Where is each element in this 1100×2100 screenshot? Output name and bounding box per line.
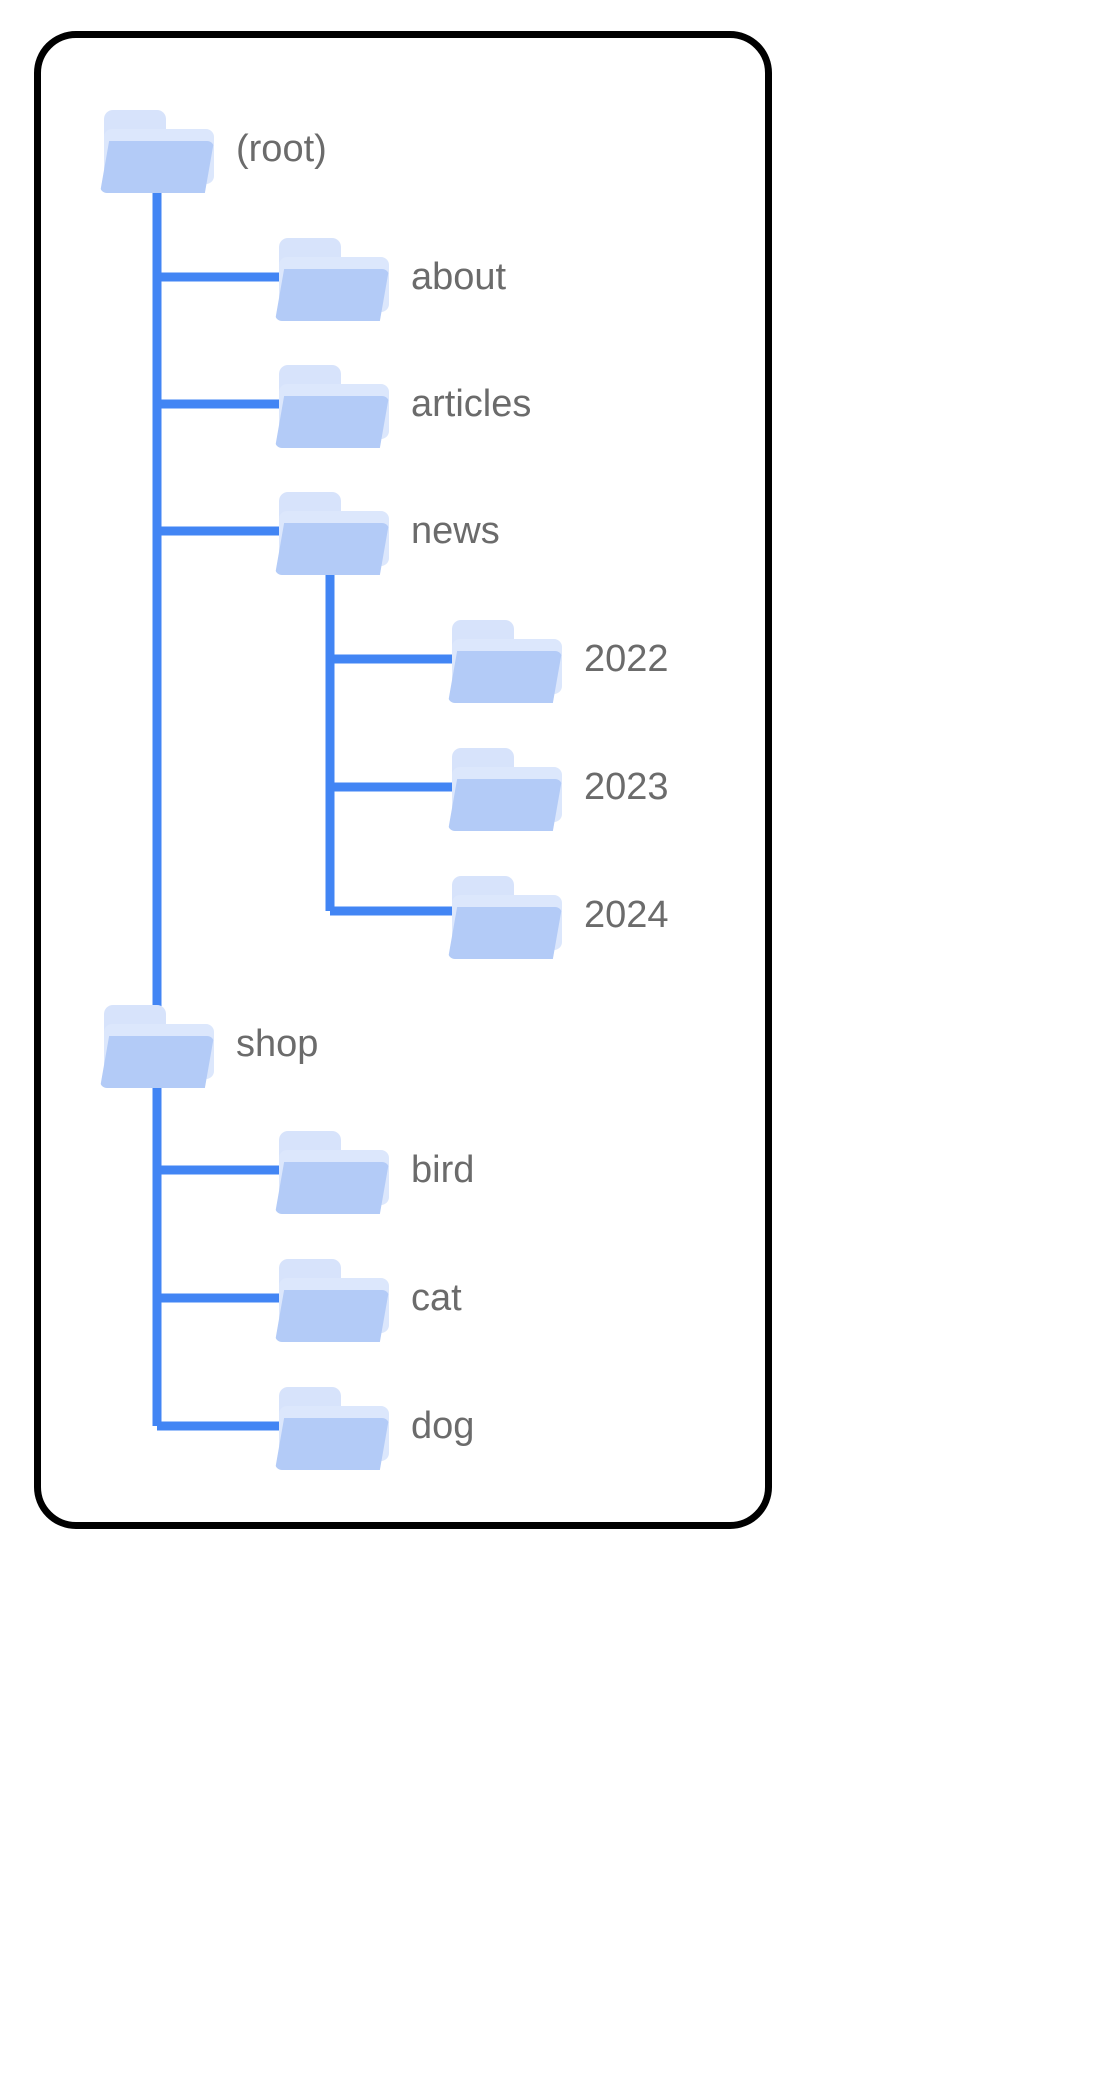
tree-node-label: about: [411, 256, 507, 298]
folder-icon: [275, 1122, 393, 1218]
folder-icon: [100, 996, 218, 1092]
tree-node-label: 2024: [584, 894, 669, 936]
tree-node-dog[interactable]: dog: [275, 1378, 474, 1474]
tree-node-label: dog: [411, 1405, 475, 1447]
tree-node-label: 2022: [584, 638, 669, 680]
tree-node-about[interactable]: about: [275, 229, 506, 325]
folder-icon: [448, 867, 566, 963]
folder-icon: [448, 739, 566, 835]
folder-icon: [275, 483, 393, 579]
tree-node-label: 2023: [584, 766, 669, 808]
tree-node-cat[interactable]: cat: [275, 1250, 462, 1346]
tree-node-label: bird: [411, 1149, 475, 1191]
folder-icon: [100, 101, 218, 197]
tree-node-bird[interactable]: bird: [275, 1122, 474, 1218]
tree-node-news[interactable]: news: [275, 483, 500, 579]
tree-node-2023[interactable]: 2023: [448, 739, 669, 835]
tree-node-label: shop: [236, 1023, 319, 1065]
folder-icon: [275, 229, 393, 325]
tree-node-label: (root): [236, 128, 327, 170]
tree-node-2024[interactable]: 2024: [448, 867, 669, 963]
tree-node-articles[interactable]: articles: [275, 356, 531, 452]
tree-node-2022[interactable]: 2022: [448, 611, 669, 707]
tree-node-label: articles: [411, 383, 532, 425]
folder-icon: [275, 1378, 393, 1474]
tree-node-label: news: [411, 510, 500, 552]
folder-icon: [275, 1250, 393, 1346]
folder-icon: [448, 611, 566, 707]
folder-icon: [275, 356, 393, 452]
tree-node-root[interactable]: (root): [100, 101, 327, 197]
tree-node-label: cat: [411, 1277, 462, 1319]
tree-node-shop[interactable]: shop: [100, 996, 318, 1092]
